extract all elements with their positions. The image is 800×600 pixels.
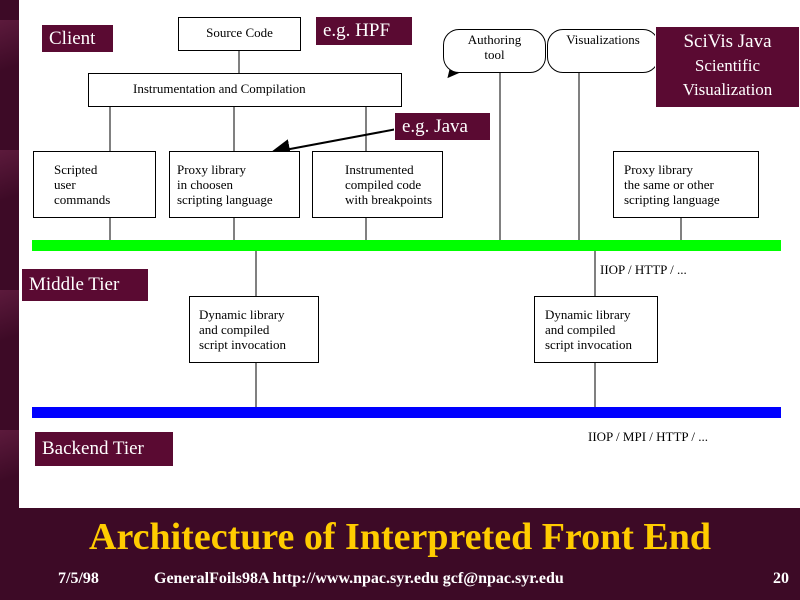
dynamic-library-box-2: Dynamic library and compiled script invo… <box>534 296 658 363</box>
scivis-sub2: Visualization <box>682 80 773 99</box>
backend-tier-label: Backend Tier <box>34 431 174 467</box>
connector-lines <box>32 37 781 418</box>
footer-source: GeneralFoils98A http://www.npac.syr.edu … <box>154 570 564 587</box>
backend-tier-bus <box>32 407 781 418</box>
scripted-commands-box: Scripted user commands <box>33 151 156 218</box>
diagram-area: Source Code Instrumentation and Compilat… <box>19 0 800 508</box>
scivis-label: SciVis Java Scientific Visualization <box>655 26 800 108</box>
instrumented-code-box: Instrumented compiled code with breakpoi… <box>312 151 443 218</box>
authoring-tool-box: Authoring tool <box>443 29 546 73</box>
scivis-title: SciVis Java <box>683 31 772 52</box>
visualizations-box: Visualizations <box>547 29 659 73</box>
middle-protocol-note: IIOP / HTTP / ... <box>600 262 687 277</box>
backend-protocol-note: IIOP / MPI / HTTP / ... <box>588 429 709 444</box>
scivis-sub1: Scientific <box>694 56 761 75</box>
sidebar-decoration <box>0 0 19 600</box>
proxy-library-box-1: Proxy library in choosen scripting langu… <box>169 151 300 218</box>
page-number: 20 <box>773 570 789 587</box>
instrumentation-box: Instrumentation and Compilation <box>88 73 402 107</box>
footer-date: 7/5/98 <box>58 570 99 587</box>
middle-tier-bus <box>32 240 781 251</box>
eg-java-label: e.g. Java <box>394 112 491 141</box>
proxy-library-box-2: Proxy library the same or other scriptin… <box>613 151 759 218</box>
middle-tier-label: Middle Tier <box>21 268 149 302</box>
source-code-box: Source Code <box>178 17 301 51</box>
dynamic-library-box-1: Dynamic library and compiled script invo… <box>189 296 319 363</box>
java-arrow <box>270 128 398 159</box>
eg-hpf-label: e.g. HPF <box>315 16 413 46</box>
client-label: Client <box>41 24 114 53</box>
slide-title: Architecture of Interpreted Front End <box>89 516 711 558</box>
footer-bar <box>0 508 800 600</box>
